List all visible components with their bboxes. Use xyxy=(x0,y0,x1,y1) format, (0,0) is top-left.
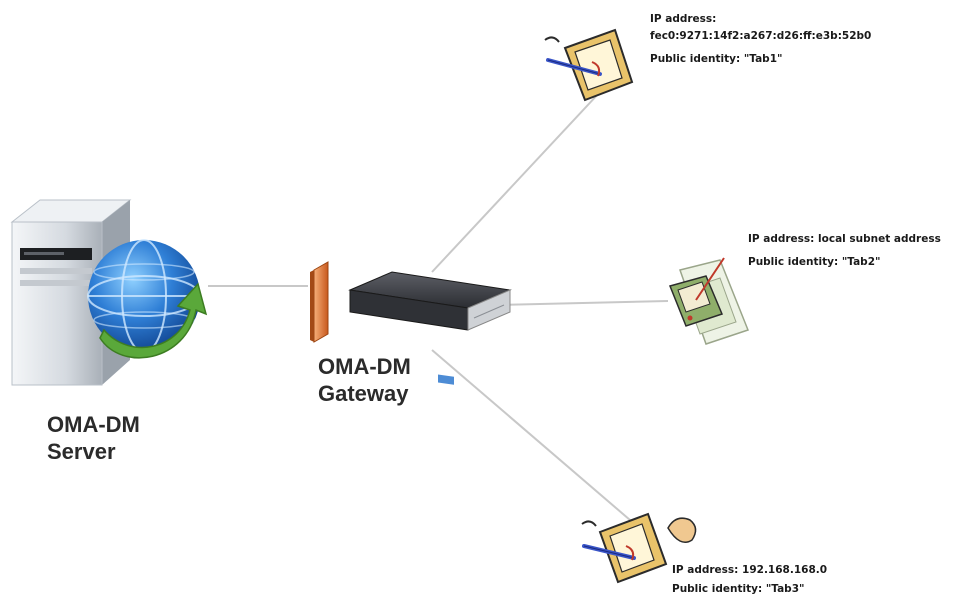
tab3-info: IP address: 192.168.168.0 Public identit… xyxy=(672,563,827,596)
connector-lines xyxy=(208,91,669,521)
tablet-device-icon-tab3 xyxy=(581,512,668,584)
gateway-label: OMA-DM Gateway xyxy=(318,353,411,407)
server-label-line1: OMA-DM xyxy=(47,412,140,437)
gateway-appliance-icon xyxy=(348,271,512,385)
tab2-public-identity: Public identity: "Tab2" xyxy=(748,256,881,268)
tab3-public-identity: Public identity: "Tab3" xyxy=(672,583,805,595)
server-icon xyxy=(10,199,132,386)
tab2-ip-line: IP address: local subnet address xyxy=(748,233,941,245)
pda-device-icon-tab2 xyxy=(668,257,749,345)
tab1-ip-label: IP address: xyxy=(650,13,717,25)
tablet-device-icon-tab1 xyxy=(544,28,634,102)
gateway-label-line1: OMA-DM xyxy=(318,354,411,379)
tab3-ip-line: IP address: 192.168.168.0 xyxy=(672,564,828,576)
firewall-icon xyxy=(310,261,329,343)
mouse-icon xyxy=(667,517,697,543)
connector-gateway-tab1 xyxy=(431,91,601,273)
connector-gateway-tab3 xyxy=(431,349,631,521)
gateway-label-line2: Gateway xyxy=(318,381,409,406)
server-label: OMA-DM Server xyxy=(47,411,140,465)
sync-arrow-icon xyxy=(99,282,208,359)
tab2-info: IP address: local subnet address Public … xyxy=(748,232,941,269)
tab1-info: IP address: fec0:9271:14f2:a267:d26:ff:e… xyxy=(650,12,871,66)
connector-gateway-tab2 xyxy=(499,300,669,306)
tab1-ip-value: fec0:9271:14f2:a267:d26:ff:e3b:52b0 xyxy=(650,30,872,42)
tab1-public-identity: Public identity: "Tab1" xyxy=(650,53,783,65)
server-label-line2: Server xyxy=(47,439,116,464)
